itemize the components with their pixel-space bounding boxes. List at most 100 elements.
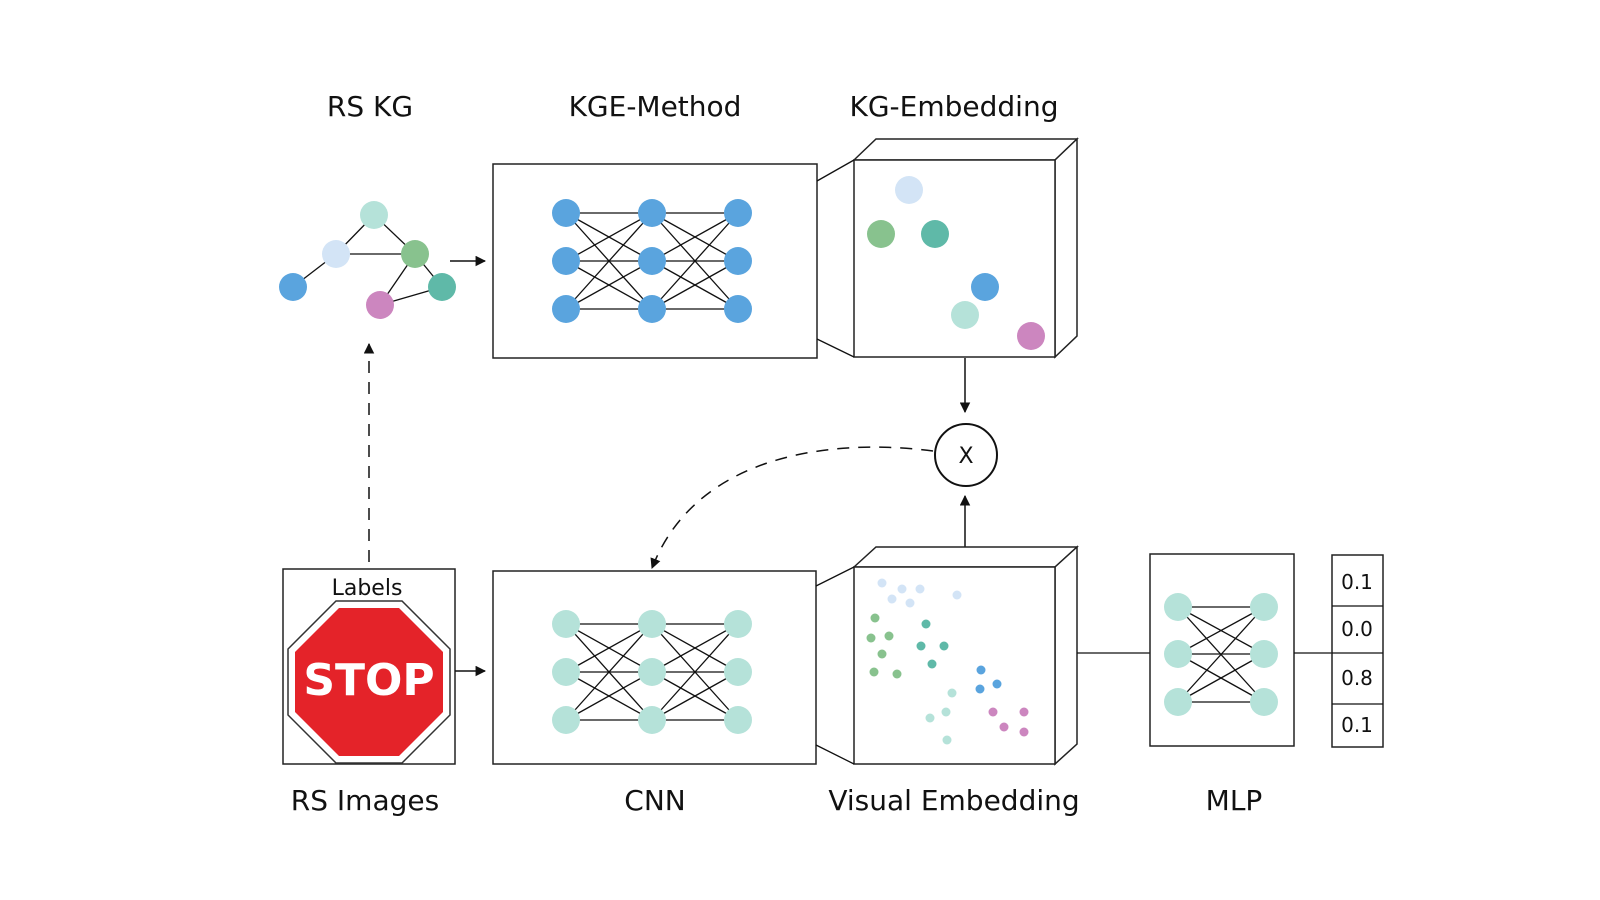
network-neuron [1164, 640, 1192, 668]
embedding-point [869, 667, 879, 677]
network-edge [651, 212, 739, 310]
network-edge [1177, 653, 1265, 703]
output-value: 0.8 [1341, 666, 1373, 690]
rs-kg-graph [279, 201, 456, 319]
network-neuron [552, 295, 580, 323]
embedding-point [925, 713, 935, 723]
embedding-point [927, 659, 937, 669]
embedding-point [952, 590, 962, 600]
embedding-point [939, 641, 949, 651]
multiply-node [934, 423, 998, 487]
output-value: 0.0 [1341, 617, 1373, 641]
visual-embedding-box [815, 545, 1079, 766]
network-edge [651, 260, 739, 310]
labels-caption: Labels [332, 576, 403, 601]
embedding-point [897, 584, 907, 594]
embedding-point [947, 688, 957, 698]
kge-network [552, 199, 752, 323]
embedding-point [867, 220, 895, 248]
embedding-point [941, 707, 951, 717]
network-edge [565, 212, 653, 262]
network-neuron [638, 199, 666, 227]
embedding-point [1017, 322, 1045, 350]
network-edge [651, 212, 739, 262]
network-neuron [724, 247, 752, 275]
embedding-point [916, 641, 926, 651]
network-neuron [638, 247, 666, 275]
network-edge [651, 623, 739, 721]
embedding-point [870, 613, 880, 623]
embedding-point [942, 735, 952, 745]
embedding-point [951, 301, 979, 329]
network-edge [565, 623, 653, 673]
dashed-arrow-multiply-to-cnn [650, 446, 934, 569]
network-neuron [638, 610, 666, 638]
kg-node [360, 201, 388, 229]
embedding-point [884, 631, 894, 641]
stop-sign-text: STOP [303, 655, 434, 706]
embedding-point [921, 220, 949, 248]
kg-embedding-points [867, 176, 1045, 350]
network-edge [1177, 606, 1265, 655]
network-neuron [552, 658, 580, 686]
embedding-point [976, 665, 986, 675]
network-edge [565, 212, 653, 310]
network-edge [651, 623, 739, 673]
output-vector: 0.1 0.0 0.8 0.1 [1331, 554, 1384, 748]
embedding-point [905, 598, 915, 608]
network-neuron [638, 706, 666, 734]
embedding-point [971, 273, 999, 301]
network-neuron [724, 610, 752, 638]
network-edge [565, 671, 653, 721]
output-value: 0.1 [1341, 713, 1373, 737]
multiply-symbol: X [958, 444, 973, 469]
embedding-point [988, 707, 998, 717]
embedding-point [1019, 707, 1029, 717]
kg-node [366, 291, 394, 319]
network-edge [565, 623, 653, 721]
network-neuron [724, 706, 752, 734]
network-neuron [1164, 688, 1192, 716]
kg-embedding-title: KG-Embedding [850, 90, 1059, 123]
network-edge [565, 260, 653, 310]
network-edge [1177, 606, 1265, 703]
visual-embedding-points [866, 578, 1029, 745]
mlp-network [1164, 593, 1278, 716]
rs-kg-title: RS KG [327, 90, 413, 123]
kg-node [401, 240, 429, 268]
kge-method-title: KGE-Method [569, 90, 742, 123]
embedding-point [892, 669, 902, 679]
kg-node [428, 273, 456, 301]
rs-images-title: RS Images [291, 784, 439, 817]
embedding-point [895, 176, 923, 204]
embedding-point [975, 684, 985, 694]
network-neuron [724, 658, 752, 686]
network-neuron [724, 295, 752, 323]
network-neuron [552, 247, 580, 275]
network-edge [651, 671, 739, 721]
output-value: 0.1 [1341, 570, 1373, 594]
kg-node [279, 273, 307, 301]
network-neuron [638, 295, 666, 323]
embedding-point [1019, 727, 1029, 737]
network-neuron [1250, 593, 1278, 621]
cnn-title: CNN [624, 784, 685, 817]
embedding-point [999, 722, 1009, 732]
embedding-point [992, 679, 1002, 689]
network-neuron [638, 658, 666, 686]
embedding-point [877, 578, 887, 588]
network-neuron [724, 199, 752, 227]
mlp-title: MLP [1206, 784, 1263, 817]
visual-embedding-title: Visual Embedding [828, 784, 1079, 817]
network-neuron [552, 706, 580, 734]
network-neuron [552, 610, 580, 638]
network-neuron [1250, 640, 1278, 668]
embedding-point [866, 633, 876, 643]
embedding-point [915, 584, 925, 594]
cnn-network [552, 610, 752, 734]
network-neuron [1164, 593, 1192, 621]
network-neuron [552, 199, 580, 227]
embedding-point [887, 594, 897, 604]
embedding-point [921, 619, 931, 629]
